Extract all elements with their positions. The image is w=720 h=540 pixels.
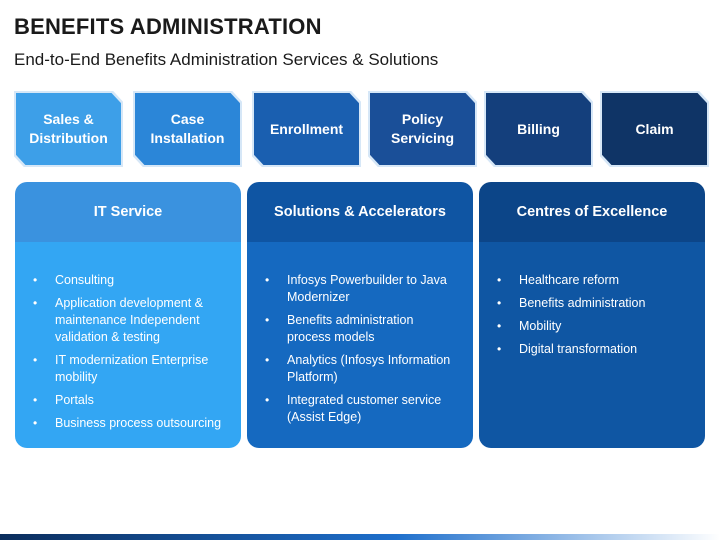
bullet-list: Infosys Powerbuilder to Java Modernizer … [263,272,459,426]
list-item: Integrated customer service (Assist Edge… [263,392,459,426]
list-item: Analytics (Infosys Information Platform) [263,352,459,386]
step-enrollment: Enrollment [252,91,361,167]
list-item: Digital transformation [495,341,691,358]
step-sales-distribution: Sales & Distribution [14,91,123,167]
list-item: Portals [31,392,227,409]
card-body: Healthcare reform Benefits administratio… [479,242,705,448]
card-it-service: IT Service Consulting Application develo… [15,182,241,448]
card-body: Infosys Powerbuilder to Java Modernizer … [247,242,473,448]
step-label: Sales & Distribution [29,111,108,146]
step-policy-servicing: Policy Servicing [368,91,477,167]
list-item: Mobility [495,318,691,335]
step-claim: Claim [600,91,709,167]
card-header: IT Service [15,182,241,252]
list-item: Infosys Powerbuilder to Java Modernizer [263,272,459,306]
process-steps: Sales & Distribution Case Installation E… [14,91,709,167]
list-item: Benefits administration [495,295,691,312]
bullet-list: Healthcare reform Benefits administratio… [495,272,691,358]
list-item: Application development & maintenance In… [31,295,227,346]
page-subtitle: End-to-End Benefits Administration Servi… [14,50,439,69]
card-body: Consulting Application development & mai… [15,242,241,448]
step-label: Case Installation [150,111,225,146]
card-header: Centres of Excellence [479,182,705,252]
card-title: Centres of Excellence [516,204,668,220]
step-label: Billing [517,120,560,137]
card-title: IT Service [93,204,163,220]
bullet-list: Consulting Application development & mai… [31,272,227,432]
step-case-installation: Case Installation [133,91,242,167]
step-label: Enrollment [269,120,344,137]
step-label: Policy Servicing [390,111,455,146]
bottom-accent-bar [0,534,720,540]
card-solutions-accelerators: Solutions & Accelerators Infosys Powerbu… [247,182,473,448]
step-label: Claim [635,120,674,137]
step-billing: Billing [484,91,593,167]
list-item: IT modernization Enterprise mobility [31,352,227,386]
list-item: Consulting [31,272,227,289]
list-item: Healthcare reform [495,272,691,289]
card-header: Solutions & Accelerators [247,182,473,252]
card-centres-of-excellence: Centres of Excellence Healthcare reform … [479,182,705,448]
card-title: Solutions & Accelerators [274,204,446,220]
page-title: BENEFITS ADMINISTRATION [14,14,322,39]
list-item: Benefits administration process models [263,312,459,346]
list-item: Business process outsourcing [31,415,227,432]
